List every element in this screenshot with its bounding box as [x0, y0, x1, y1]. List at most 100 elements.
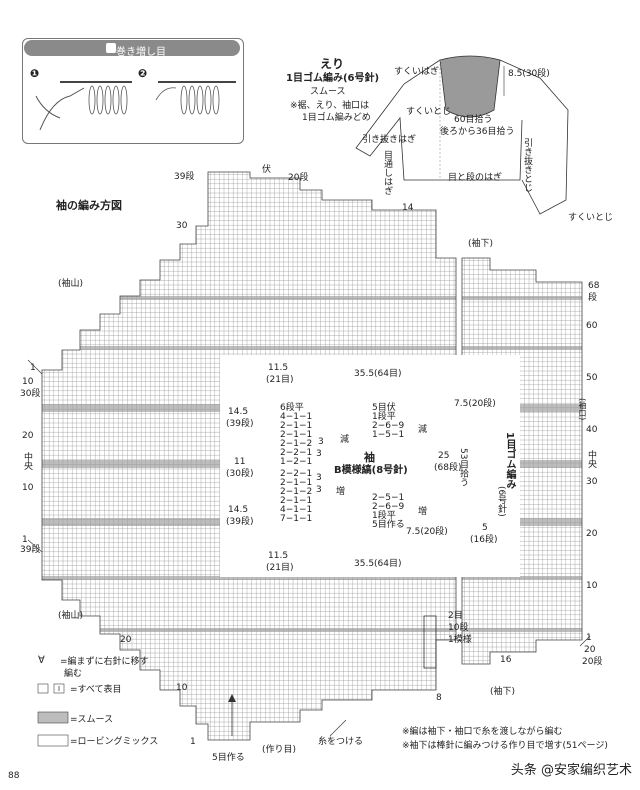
label-1-r: 1 [586, 633, 592, 643]
dim-68: (68段) [434, 463, 462, 473]
label-row39-l: 39段 [20, 545, 41, 555]
label-cast-bot: (作り目) [262, 745, 297, 755]
legend-item-3: =スムース [70, 715, 114, 725]
label-dec-2: 減 [418, 425, 428, 435]
left-grid-outline [41, 171, 457, 741]
cast-loop-2-1 [188, 85, 196, 115]
cast-yarn-2 [155, 87, 177, 101]
sleeve-schematic-panel [220, 355, 520, 575]
cast-loop-1-1 [96, 85, 104, 115]
chart-title: 袖の編み方図 [56, 199, 122, 212]
left-marker-1 [27, 359, 43, 375]
label-inc-1: 増 [336, 487, 346, 497]
label-1-bot: 1 [190, 737, 196, 747]
legend-symbol-v: ∀ [38, 655, 45, 666]
cuff-title: 1目ゴム編み [504, 432, 515, 489]
right-grid-band-6 [462, 628, 582, 632]
step-1-marker: ❶ [30, 67, 40, 80]
legend-item-1b: 編む [64, 669, 83, 679]
cast-loop-2-2 [196, 85, 204, 115]
start-arrow-head [228, 694, 236, 702]
dec-left-item-1: 4−1−1 [280, 412, 313, 422]
cast-thumb-outline [35, 95, 61, 119]
legend-item-1: =編まずに右針に移す [60, 657, 149, 667]
legend-item-4: =ロービングミックス [70, 737, 159, 747]
left-grid-band-1 [42, 346, 456, 350]
page-number: 88 [8, 771, 20, 781]
dim-16: (16段) [470, 535, 498, 545]
label-center-r: 中央 [586, 450, 596, 468]
label-8: 8 [436, 693, 442, 703]
dim-25: 25 [438, 451, 450, 461]
cast-loop-2-3 [204, 85, 212, 115]
cast-loop-1-4 [120, 85, 128, 115]
inc-mid-item-3: 5目作る [372, 520, 405, 530]
inc-left-item-1: 2−1−1 [280, 478, 313, 488]
label-10-l: 10 [22, 377, 34, 387]
collar-dim: 8.5(30段) [508, 69, 550, 79]
inc-left-item-5: 7−1−1 [280, 514, 313, 524]
label-1-l: 1 [30, 363, 36, 373]
label-14: 14 [402, 203, 414, 213]
label-fu: 伏 [262, 165, 272, 175]
dim-h1: 14.5 [228, 407, 249, 417]
label-10-l-c: 10 [176, 683, 188, 693]
label-row20-top: 20段 [288, 173, 309, 183]
label-30-r: 30 [586, 477, 598, 487]
label-sleeve-under-b: (袖下) [490, 687, 516, 697]
label-20-r-b: 20 [584, 645, 596, 655]
label-row39-top: 39段 [174, 172, 195, 182]
bracket-3a: 3 [318, 437, 324, 447]
collar-label-join-2: 目と段のはぎ [448, 173, 503, 183]
right-grid-band-3 [462, 460, 582, 468]
dim-h3: 14.5 [228, 505, 249, 515]
step-2-marker: ❷ [138, 67, 148, 80]
label-20dan-bot: 20段 [582, 657, 603, 667]
collar-pick-1: 60目拾う [454, 115, 493, 125]
dim-top-w1: 11.5 [268, 363, 289, 373]
cuff-smooth: スムース [478, 444, 488, 480]
collar-shape [439, 55, 501, 118]
cast-loop-2-0 [180, 85, 188, 115]
cast-title-icon [106, 43, 116, 53]
dec-mid-item-2: 2−6−9 [372, 421, 405, 431]
dim-h2: 11 [234, 457, 246, 467]
inc-left-item-0: 2−2−1 [280, 469, 313, 479]
label-dec-1: 減 [340, 435, 350, 445]
label-30dan-l: 30段 [20, 389, 41, 399]
pattern-repeat-box [423, 615, 437, 669]
bracket-3c: 3 [316, 473, 322, 483]
cuff-needle: (6号針) [496, 486, 506, 517]
label-40: 40 [586, 425, 598, 435]
label-2moku: 2目 [448, 611, 463, 621]
left-marker-2 [27, 539, 43, 553]
dec-left-item-5: 2−2−1 [280, 448, 313, 458]
cast-on-title: 巻き増し目 [116, 47, 166, 58]
label-sleeve-top-2: (袖山) [58, 611, 84, 621]
dec-left-item-4: 2−1−2 [280, 439, 313, 449]
label-68: 68 [588, 281, 600, 291]
right-grid-band-2 [462, 404, 582, 412]
label-sleeve-top: (袖山) [58, 279, 84, 289]
bracket-3b: 3 [316, 449, 322, 459]
collar-title: えり [320, 57, 345, 71]
label-thread: 糸をつける [318, 737, 364, 747]
collar-subtitle: 1目ゴム編み(6号針) [286, 73, 380, 84]
label-center-l: 中央 [22, 452, 32, 470]
cast-hand-outline [39, 87, 85, 131]
label-20-l-c: 20 [120, 635, 132, 645]
inc-mid-item-2: 1段平 [372, 511, 396, 521]
inc-mid-item-0: 2−5−1 [372, 493, 405, 503]
dec-mid-item-3: 1−5−1 [372, 430, 405, 440]
collar-label-scoop-1: すくいはぎ [394, 67, 440, 77]
dim-bot-w1: 11.5 [268, 551, 289, 561]
dim-top-w1b: (21目) [266, 375, 294, 385]
dim-5: 5 [482, 523, 488, 533]
label-inc-2: 増 [418, 507, 428, 517]
collar-label-pull-1: 引き抜きはぎ [362, 135, 417, 145]
note-2: ※袖下は棒針に編みつける作り目で増す(51ページ) [402, 741, 608, 751]
dim-bot-w1b: (21目) [266, 563, 294, 573]
dec-left-item-3: 2−1−1 [280, 430, 313, 440]
right-grid-band-4 [462, 518, 582, 526]
dec-mid-item-0: 5目伏 [372, 403, 396, 413]
